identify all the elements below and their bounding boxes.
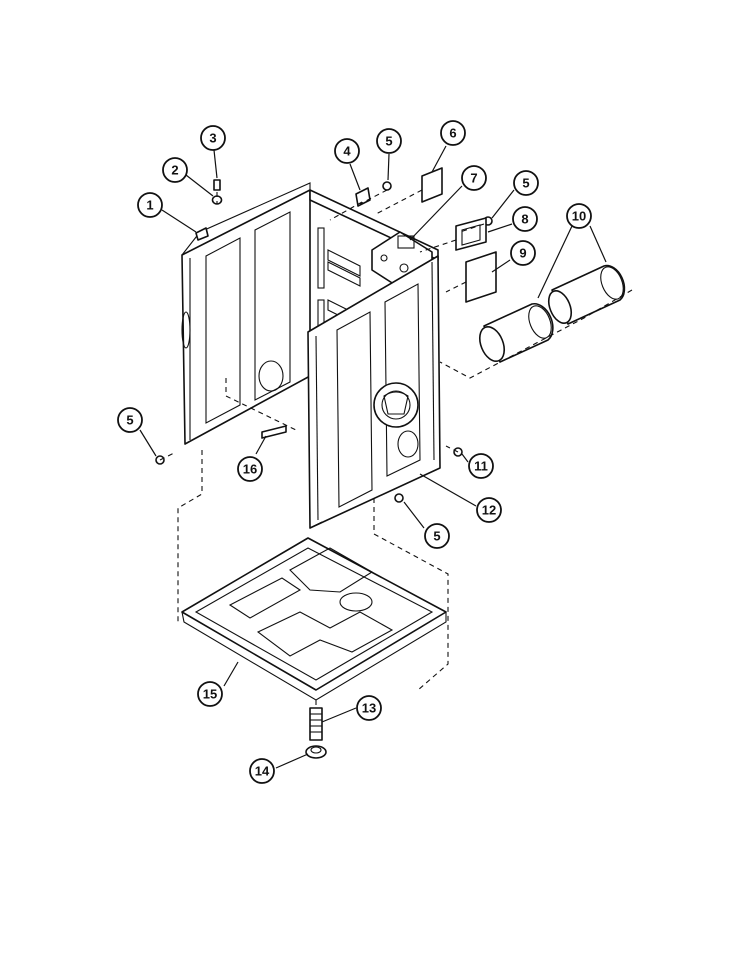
svg-text:5: 5 (522, 176, 529, 191)
callout-7: 7 (461, 165, 487, 191)
callout-6: 6 (440, 120, 466, 146)
callout-4: 4 (334, 138, 360, 164)
bracket-part-4 (355, 187, 371, 207)
svg-text:6: 6 (449, 126, 456, 141)
svg-text:9: 9 (519, 246, 526, 261)
screw-part-5 (382, 181, 392, 191)
leader-lines (139, 145, 607, 769)
svg-text:5: 5 (385, 134, 392, 149)
svg-text:12: 12 (482, 503, 496, 518)
label-part-6 (421, 167, 443, 203)
svg-text:11: 11 (474, 459, 488, 474)
exhaust-tubes (478, 264, 626, 363)
screw-part-3 (213, 179, 221, 191)
plate-part-9 (465, 251, 497, 303)
callouts: 1 2 3 4 5 6 7 5 8 9 10 5 16 11 12 5 13 1… (117, 120, 592, 784)
exhaust-opening (373, 382, 419, 428)
svg-text:5: 5 (433, 529, 440, 544)
callout-1: 1 (137, 192, 163, 218)
callout-3: 3 (200, 125, 226, 151)
callout-10: 10 (566, 203, 592, 229)
cabinet-front-panel (307, 255, 441, 529)
fasteners (155, 167, 497, 503)
base-pan (181, 537, 447, 701)
callout-12: 12 (476, 497, 502, 523)
svg-text:16: 16 (243, 462, 257, 477)
callout-15: 15 (197, 681, 223, 707)
leg-cup-14 (305, 745, 327, 759)
svg-text:8: 8 (521, 212, 528, 227)
cover-part-8 (455, 217, 487, 251)
svg-text:4: 4 (343, 144, 351, 159)
callout-5-right: 5 (513, 170, 539, 196)
callout-11: 11 (468, 453, 494, 479)
callout-5-bottom: 5 (424, 523, 450, 549)
svg-text:14: 14 (255, 764, 270, 779)
callout-13: 13 (356, 695, 382, 721)
callout-8: 8 (512, 206, 538, 232)
clip-part-1 (195, 227, 209, 241)
callout-16: 16 (237, 456, 263, 482)
screw-part-5 (394, 493, 404, 503)
base-pan-outline (181, 537, 447, 691)
svg-text:13: 13 (362, 701, 376, 716)
svg-text:5: 5 (126, 413, 133, 428)
callout-2: 2 (162, 157, 188, 183)
svg-text:7: 7 (470, 171, 477, 186)
strip-part-16 (261, 425, 287, 439)
svg-text:3: 3 (209, 131, 216, 146)
callout-9: 9 (510, 240, 536, 266)
leveling-leg (305, 707, 327, 759)
callout-14: 14 (249, 758, 275, 784)
leveling-leg-13 (309, 707, 323, 741)
svg-text:2: 2 (171, 163, 178, 178)
assembly-lines (159, 189, 633, 708)
cabinet (181, 182, 441, 529)
svg-text:10: 10 (572, 209, 586, 224)
callout-5-left: 5 (117, 407, 143, 433)
svg-text:15: 15 (203, 687, 217, 702)
svg-text:1: 1 (146, 198, 153, 213)
callout-5-top: 5 (376, 128, 402, 154)
